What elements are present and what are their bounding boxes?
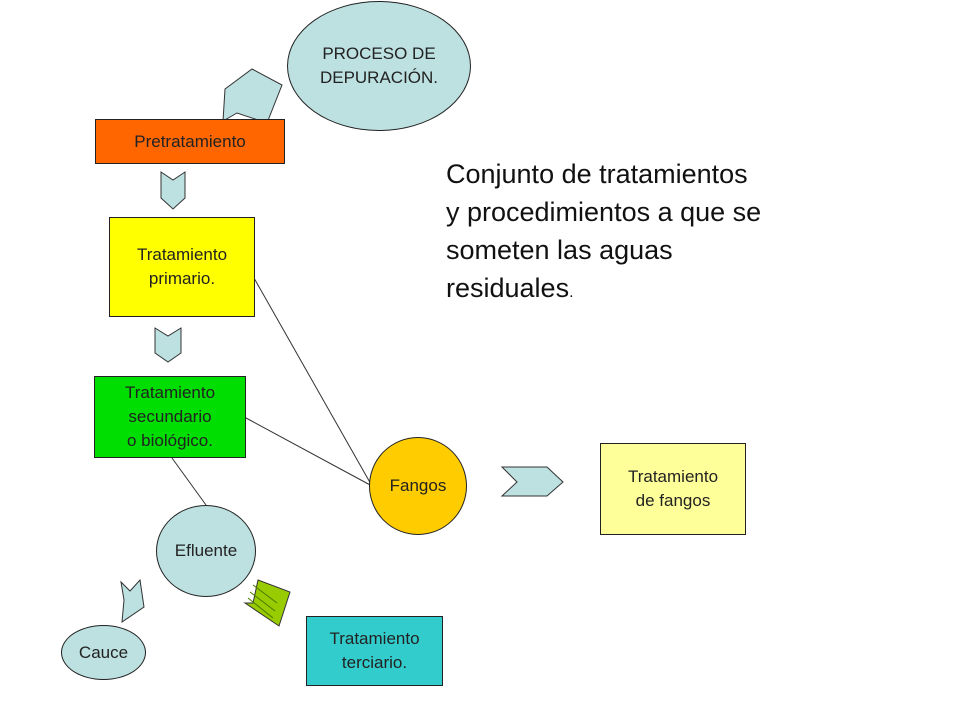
connector-primario-fangos [253,277,373,487]
green-chevron-stripe [249,591,276,612]
chevron-arrow-icon [160,171,186,210]
definition-body: Conjunto de tratamientos y procedimiento… [446,159,762,303]
green-chevron-stripe [252,584,278,604]
tratamiento-fangos-node: Tratamiento de fangos [600,443,746,535]
cauce-node: Cauce [61,625,146,680]
tratamiento-terciario-node: Tratamiento terciario. [306,616,443,686]
pretratamiento-node: Pretratamiento [95,119,285,164]
efluente-node: Efluente [156,505,256,597]
tratamiento-primario-node: Tratamiento primario. [109,217,255,317]
definition-period: . [569,284,574,301]
chevron-arrow-icon [154,327,182,363]
green-chevron-stripe [247,597,274,619]
chevron-arrow-icon [500,466,564,497]
tratamiento-secundario-node: Tratamiento secundario o biológico. [94,376,246,458]
green-chevron-arrow-icon [243,579,291,627]
proceso-depuracion-node: PROCESO DE DEPURACIÓN. [287,1,471,131]
connector-secundario-fangos [245,417,373,487]
fangos-node: Fangos [369,437,467,535]
definition-text: Conjunto de tratamientos y procedimiento… [446,155,866,312]
chevron-arrow-icon [120,578,145,624]
connector-secundario-efluente [171,457,207,506]
chevron-arrow-icon [222,68,283,124]
